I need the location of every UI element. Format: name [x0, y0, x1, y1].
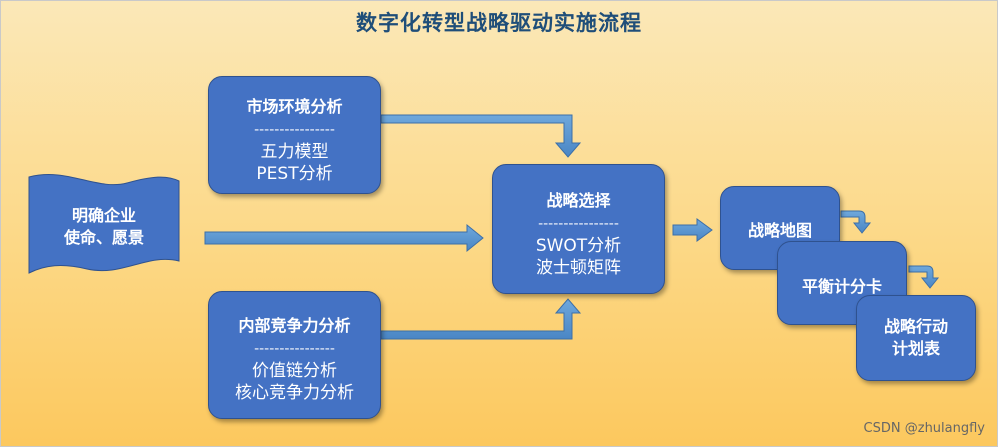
- strategy-selection-heading: 战略选择: [546, 191, 611, 210]
- balanced-scorecard-label: 平衡计分卡: [801, 277, 882, 296]
- arrow-mission-to-strategy: [204, 223, 484, 253]
- strategy-separator: ----------------: [538, 216, 619, 232]
- internal-separator: ----------------: [254, 341, 335, 357]
- market-analysis-heading: 市场环境分析: [246, 97, 343, 116]
- internal-item-value-chain: 价值链分析: [252, 361, 337, 381]
- mission-line-1: 明确企业: [71, 206, 136, 225]
- market-item-pest: PEST分析: [256, 164, 333, 184]
- strategy-selection-box: 战略选择 ---------------- SWOT分析 波士顿矩阵: [492, 164, 665, 294]
- mission-line-2: 使命、愿景: [63, 228, 144, 247]
- action-plan-line-1: 战略行动: [883, 317, 948, 336]
- action-plan-line-2: 计划表: [891, 339, 940, 358]
- arrow-market-to-strategy: [380, 114, 582, 158]
- diagram-title: 数字化转型战略驱动实施流程: [356, 11, 642, 35]
- arrow-map-to-scorecard: [840, 210, 872, 234]
- market-item-five-forces: 五力模型: [260, 142, 329, 162]
- action-plan-box: 战略行动 计划表: [856, 295, 976, 381]
- internal-item-core-competence: 核心竞争力分析: [235, 383, 354, 403]
- mission-wave-shape: [28, 174, 180, 274]
- market-separator: ----------------: [254, 122, 335, 138]
- arrow-strategy-to-outputs: [672, 218, 713, 242]
- internal-analysis-box: 内部竞争力分析 ---------------- 价值链分析 核心竞争力分析: [208, 291, 381, 419]
- arrow-scorecard-to-action: [908, 265, 940, 289]
- strategy-item-swot: SWOT分析: [535, 236, 622, 256]
- market-analysis-box: 市场环境分析 ---------------- 五力模型 PEST分析: [208, 76, 381, 194]
- strategy-item-bcg-matrix: 波士顿矩阵: [536, 258, 621, 278]
- arrow-internal-to-strategy: [380, 298, 582, 340]
- strategy-map-label: 战略地图: [747, 221, 812, 240]
- mission-label: 明确企业 使命、愿景: [29, 205, 179, 249]
- internal-analysis-heading: 内部竞争力分析: [238, 316, 351, 335]
- watermark: CSDN @zhulangfly: [863, 421, 985, 436]
